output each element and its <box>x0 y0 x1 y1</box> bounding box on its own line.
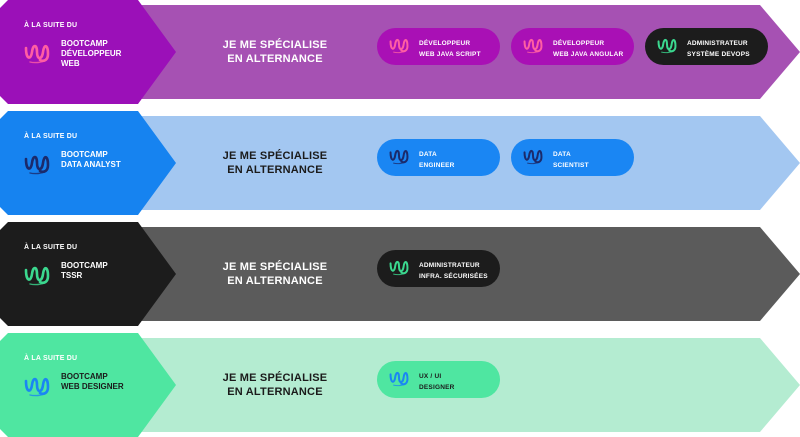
alternance-heading: JE ME SPÉCIALISE EN ALTERNANCE <box>222 261 328 287</box>
bootcamp-header-arrow: À LA SUITE DU BOOTCAMP DATA ANALYST <box>0 111 176 215</box>
specialisation-pill[interactable]: DATA SCIENTIST <box>511 139 634 176</box>
wave-logo-icon <box>523 149 543 165</box>
pill-label: ADMINISTRATEUR SYSTÈME DEVOPS <box>687 40 750 58</box>
bootcamp-title: BOOTCAMP DATA ANALYST <box>61 150 121 169</box>
specialisation-row: À LA SUITE DU BOOTCAMP DÉVELOPPEUR WEB JE … <box>0 0 800 104</box>
wave-logo-icon <box>24 155 50 175</box>
suite-label: À LA SUITE DU <box>24 244 78 251</box>
pill-label: ADMINISTRATEUR INFRA. SÉCURISÉES <box>419 262 488 280</box>
wave-logo-icon <box>389 260 409 276</box>
specialisation-pill[interactable]: ADMINISTRATEUR SYSTÈME DEVOPS <box>645 28 768 65</box>
bootcamp-header-arrow: À LA SUITE DU BOOTCAMP DÉVELOPPEUR WEB <box>0 0 176 104</box>
bootcamp-title: BOOTCAMP TSSR <box>61 261 108 280</box>
wave-logo-icon <box>24 377 50 397</box>
pill-label: DATA SCIENTIST <box>553 151 589 169</box>
specialisation-row: À LA SUITE DU BOOTCAMP WEB DESIGNER JE ME … <box>0 333 800 437</box>
alternance-heading: JE ME SPÉCIALISE EN ALTERNANCE <box>222 39 328 65</box>
specialisation-pill[interactable]: UX / UI DESIGNER <box>377 361 500 398</box>
pill-label: UX / UI DESIGNER <box>419 373 455 391</box>
wave-logo-icon <box>523 38 543 54</box>
bootcamp-header-arrow: À LA SUITE DU BOOTCAMP WEB DESIGNER <box>0 333 176 437</box>
alternance-heading: JE ME SPÉCIALISE EN ALTERNANCE <box>222 150 328 176</box>
wave-logo-icon <box>389 38 409 54</box>
wave-logo-icon <box>389 149 409 165</box>
specialisation-row: À LA SUITE DU BOOTCAMP DATA ANALYST JE ME … <box>0 111 800 215</box>
pill-label: DATA ENGINEER <box>419 151 455 169</box>
pill-label: DÉVELOPPEUR WEB JAVA SCRIPT <box>419 40 481 58</box>
wave-logo-icon <box>24 266 50 286</box>
specialisation-pill[interactable]: DATA ENGINEER <box>377 139 500 176</box>
alternance-heading: JE ME SPÉCIALISE EN ALTERNANCE <box>222 372 328 398</box>
specialisation-pill[interactable]: DÉVELOPPEUR WEB JAVA ANGULAR <box>511 28 634 65</box>
wave-logo-icon <box>389 371 409 387</box>
bootcamp-title: BOOTCAMP WEB DESIGNER <box>61 372 124 391</box>
pill-label: DÉVELOPPEUR WEB JAVA ANGULAR <box>553 40 624 58</box>
specialisation-pill[interactable]: ADMINISTRATEUR INFRA. SÉCURISÉES <box>377 250 500 287</box>
wave-logo-icon <box>657 38 677 54</box>
specialisation-pill[interactable]: DÉVELOPPEUR WEB JAVA SCRIPT <box>377 28 500 65</box>
suite-label: À LA SUITE DU <box>24 22 78 29</box>
specialisation-row: À LA SUITE DU BOOTCAMP TSSR JE ME SPÉCIALI… <box>0 222 800 326</box>
suite-label: À LA SUITE DU <box>24 355 78 362</box>
bootcamp-title: BOOTCAMP DÉVELOPPEUR WEB <box>61 39 122 68</box>
wave-logo-icon <box>24 44 50 64</box>
suite-label: À LA SUITE DU <box>24 133 78 140</box>
bootcamp-header-arrow: À LA SUITE DU BOOTCAMP TSSR <box>0 222 176 326</box>
